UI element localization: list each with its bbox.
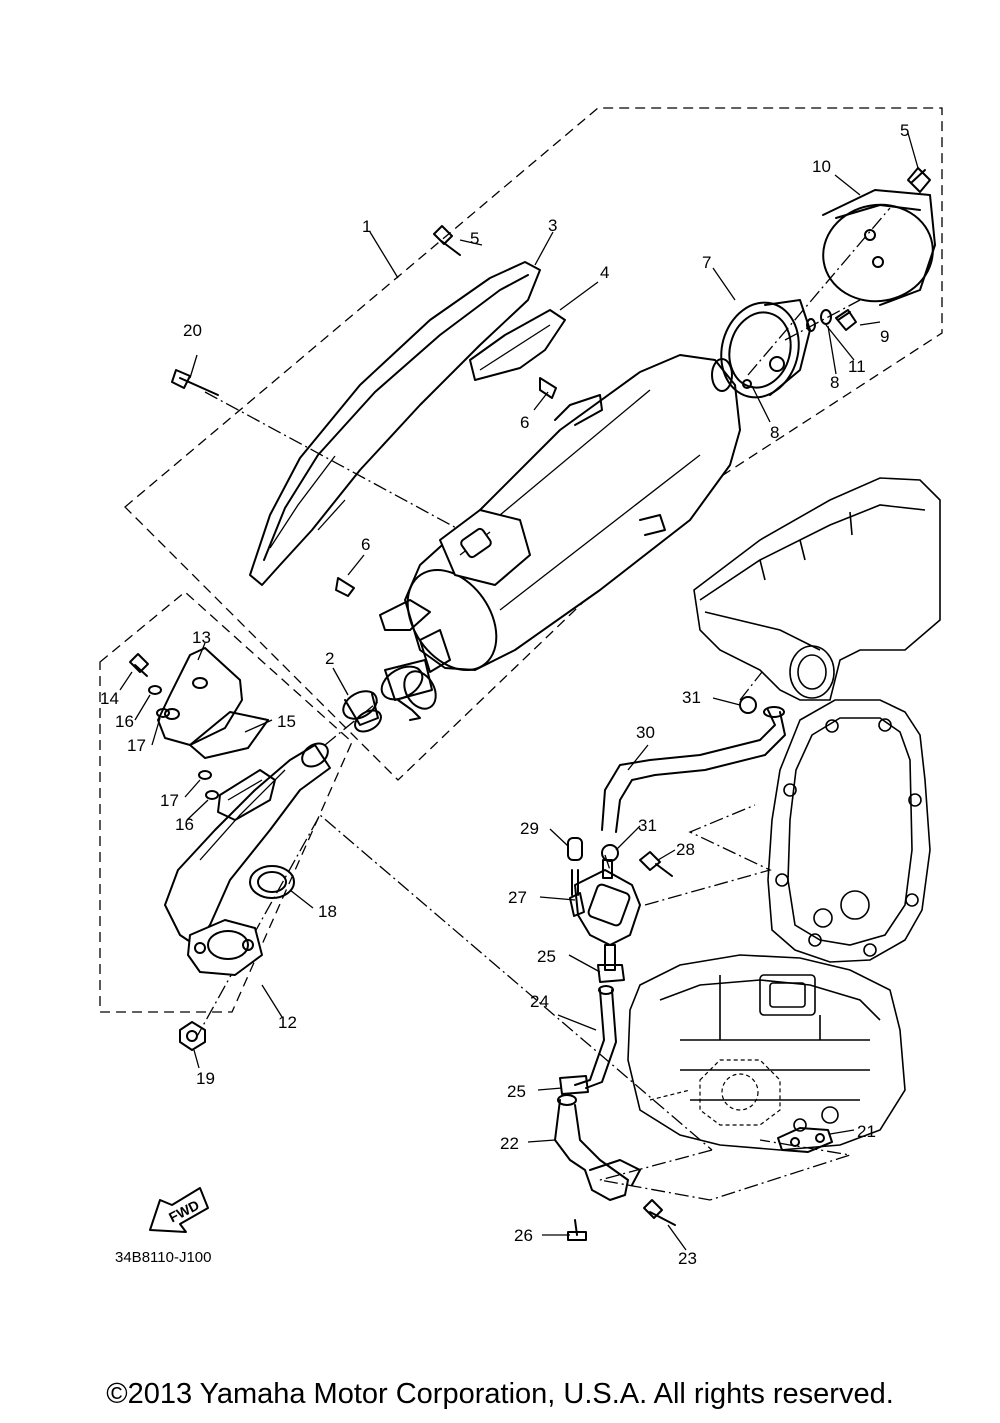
callout-7: 7 xyxy=(702,253,711,272)
tail-pipe-cap xyxy=(720,299,811,399)
callout-5-bolt: 5 xyxy=(470,229,479,248)
muffler-body xyxy=(379,354,741,721)
callout-23: 23 xyxy=(678,1249,697,1268)
callout-2: 2 xyxy=(325,649,334,668)
callout-16-lower: 16 xyxy=(175,815,194,834)
callout-3: 3 xyxy=(548,216,557,235)
callout-9: 9 xyxy=(880,327,889,346)
protector-plate xyxy=(189,711,269,759)
callout-19: 19 xyxy=(196,1069,215,1088)
callout-10: 10 xyxy=(812,157,831,176)
callout-15: 15 xyxy=(277,712,296,731)
callout-25-lower: 25 xyxy=(507,1082,526,1101)
exhaust-pipe xyxy=(164,742,331,976)
callout-21: 21 xyxy=(857,1122,876,1141)
protector-bracket xyxy=(469,309,566,381)
muffler-end-cover xyxy=(822,189,936,306)
callout-6-upper: 6 xyxy=(520,413,529,432)
muffler-assembly-boundary xyxy=(124,107,943,781)
callout-20: 20 xyxy=(183,321,202,340)
pipe-protector xyxy=(157,647,243,746)
callout-17-upper: 17 xyxy=(127,736,146,755)
fwd-arrow-icon: FWD xyxy=(149,1187,209,1233)
copyright-notice: ©2013 Yamaha Motor Corporation, U.S.A. A… xyxy=(106,1378,894,1410)
callout-11: 11 xyxy=(848,357,866,376)
exhaust-gasket xyxy=(342,690,382,733)
callout-26: 26 xyxy=(514,1226,533,1245)
callout-14: 14 xyxy=(100,689,119,708)
engine-outline xyxy=(627,477,941,1151)
reference-lines xyxy=(194,207,891,1201)
callout-6-lower: 6 xyxy=(361,535,370,554)
callout-16-upper: 16 xyxy=(115,712,134,731)
callout-22: 22 xyxy=(500,1134,519,1153)
washers-and-bolts xyxy=(171,167,931,597)
leader-lines xyxy=(119,132,919,1251)
callout-31-upper: 31 xyxy=(682,688,701,707)
exhaust-ring-gasket xyxy=(249,865,295,899)
flange-nut xyxy=(179,1021,206,1051)
callout-labels: 1 5 3 4 5 10 7 9 11 8 8 20 6 6 2 13 14 1… xyxy=(100,121,909,1268)
callout-28: 28 xyxy=(676,840,695,859)
callout-25-upper: 25 xyxy=(537,947,556,966)
callout-1: 1 xyxy=(362,217,371,236)
callout-27: 27 xyxy=(508,888,527,907)
callout-31-lower: 31 xyxy=(638,816,657,835)
callout-30: 30 xyxy=(636,723,655,742)
callout-8-upper: 8 xyxy=(830,373,839,392)
air-induction-hoses xyxy=(554,696,833,1241)
pipe-hardware xyxy=(129,653,219,800)
callout-29: 29 xyxy=(520,819,539,838)
callout-24: 24 xyxy=(530,992,549,1011)
callout-4: 4 xyxy=(600,263,609,282)
callout-12: 12 xyxy=(278,1013,297,1032)
callout-8-lower: 8 xyxy=(770,423,779,442)
drawing-code: 34B8110-J100 xyxy=(115,1249,211,1266)
callout-18: 18 xyxy=(318,902,337,921)
callout-13: 13 xyxy=(192,628,211,647)
callout-5-cover-bolt: 5 xyxy=(900,121,909,140)
heat-protector xyxy=(249,261,541,586)
callout-17-lower: 17 xyxy=(160,791,179,810)
